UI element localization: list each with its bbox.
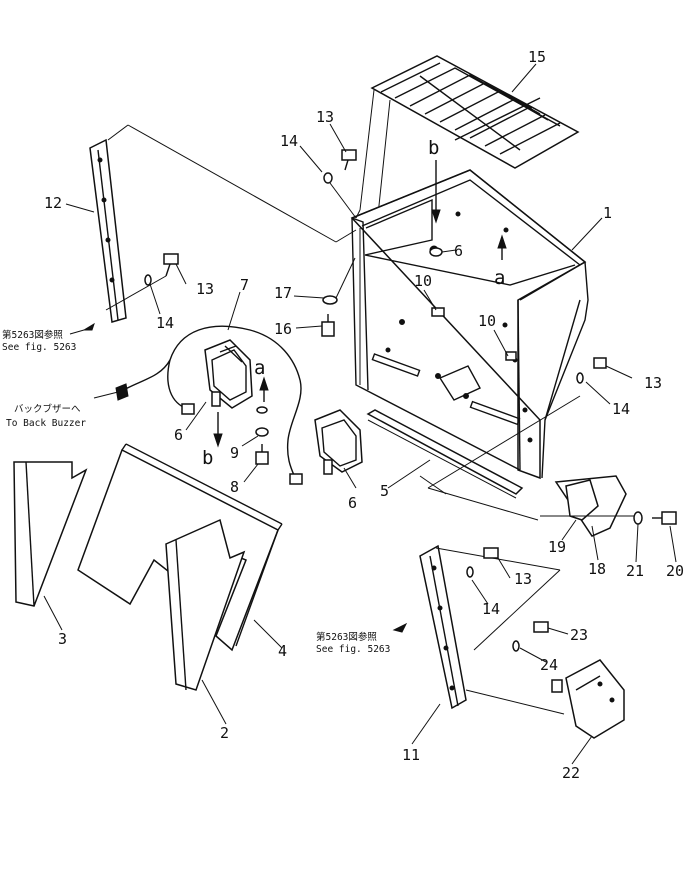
label-part-19: 19: [548, 538, 566, 556]
part-6-lamp-lower: [314, 409, 363, 475]
part-number-labels: 1 2 3 4 5 6 6 6 7 8 9 10 10 11 12 13 13 …: [44, 48, 684, 782]
label-part-7: 7: [240, 276, 249, 294]
washer-24: [512, 640, 520, 652]
washer-14-lower: [466, 566, 474, 578]
label-part-24: 24: [540, 656, 558, 674]
part-22-small-bracket: [551, 659, 625, 739]
label-part-14-lower: 14: [482, 600, 500, 618]
arrow-markers: [213, 160, 507, 448]
plane-line: [427, 487, 539, 521]
bolt-20: [652, 511, 677, 525]
label-part-21: 21: [626, 562, 644, 580]
washer-14-left: [144, 274, 152, 286]
part-12-left-bracket: [89, 124, 357, 323]
marker-b-top: b: [428, 137, 439, 159]
label-part-6-lamp-lower: 6: [348, 494, 357, 512]
label-part-10-lower: 10: [478, 312, 496, 330]
label-part-14-left: 14: [156, 314, 174, 332]
reference-notes: 第5263図参照 See fig. 5263 バックブザーへ To Back B…: [2, 322, 408, 655]
bolt-13-right: [593, 357, 607, 369]
label-part-20: 20: [666, 562, 684, 580]
label-part-11: 11: [402, 746, 420, 764]
label-part-12: 12: [44, 194, 62, 212]
part-2-front-panel: [165, 518, 246, 691]
label-part-15: 15: [528, 48, 546, 66]
label-part-22: 22: [562, 764, 580, 782]
marker-a-top: a: [494, 267, 505, 289]
ref-bottom-jp: 第5263図参照: [316, 631, 377, 643]
washer-14-right: [576, 372, 584, 384]
label-part-4: 4: [278, 642, 287, 660]
bolt-13-lower: [483, 547, 499, 559]
part-18-19-reflector: [540, 475, 636, 537]
label-part-13-lower: 13: [514, 570, 532, 588]
washer-21: [633, 511, 643, 525]
label-part-18: 18: [588, 560, 606, 578]
washer-14-top: [323, 172, 357, 219]
bolt-16: [321, 314, 335, 337]
label-part-5: 5: [380, 482, 389, 500]
label-part-17: 17: [274, 284, 292, 302]
part-6-lamp-mount: [429, 247, 443, 257]
part-15-grille: [359, 55, 580, 216]
part-1-box-frame: [350, 169, 589, 480]
ref-buzzer-jp: バックブザーへ: [14, 403, 81, 415]
label-part-16: 16: [274, 320, 292, 338]
label-part-3: 3: [58, 630, 67, 648]
label-part-13-left: 13: [196, 280, 214, 298]
part-5-strip: [366, 409, 524, 499]
part-7-harness: [93, 325, 303, 485]
part-3-left-panel: [13, 461, 88, 607]
label-part-6-box: 6: [454, 242, 463, 260]
bolt-13-top: [341, 149, 357, 171]
label-part-14-right: 14: [612, 400, 630, 418]
label-part-23: 23: [570, 626, 588, 644]
letter-markers: b a a b: [202, 137, 505, 469]
label-part-13-top: 13: [316, 108, 334, 126]
bolt-23: [533, 621, 549, 633]
leader-lines: [43, 63, 677, 765]
bolt-10-lower: [505, 351, 517, 361]
ref-bottom-en: See fig. 5263: [316, 644, 390, 655]
label-part-10-upper: 10: [414, 272, 432, 290]
ref-left-en: See fig. 5263: [2, 342, 76, 353]
ref-left-jp: 第5263図参照: [2, 329, 63, 341]
bolt-8: [255, 444, 269, 465]
label-part-9: 9: [230, 444, 239, 462]
washer-9: [255, 406, 269, 437]
part-6-lamp-upper: [204, 339, 253, 409]
part-11-right-bracket: [419, 544, 565, 715]
bolt-10-upper: [431, 307, 445, 317]
marker-a-lamp: a: [254, 357, 265, 379]
plane-line: [427, 395, 581, 489]
label-part-6-lamp-upper: 6: [174, 426, 183, 444]
bolt-13-left: [105, 253, 179, 311]
washer-17: [322, 257, 356, 305]
label-part-1: 1: [603, 204, 612, 222]
label-part-2: 2: [220, 724, 229, 742]
label-part-14-top: 14: [280, 132, 298, 150]
label-part-13-right: 13: [644, 374, 662, 392]
ref-buzzer-en: To Back Buzzer: [6, 418, 86, 429]
label-part-8: 8: [230, 478, 239, 496]
marker-b-lamp: b: [202, 447, 213, 469]
